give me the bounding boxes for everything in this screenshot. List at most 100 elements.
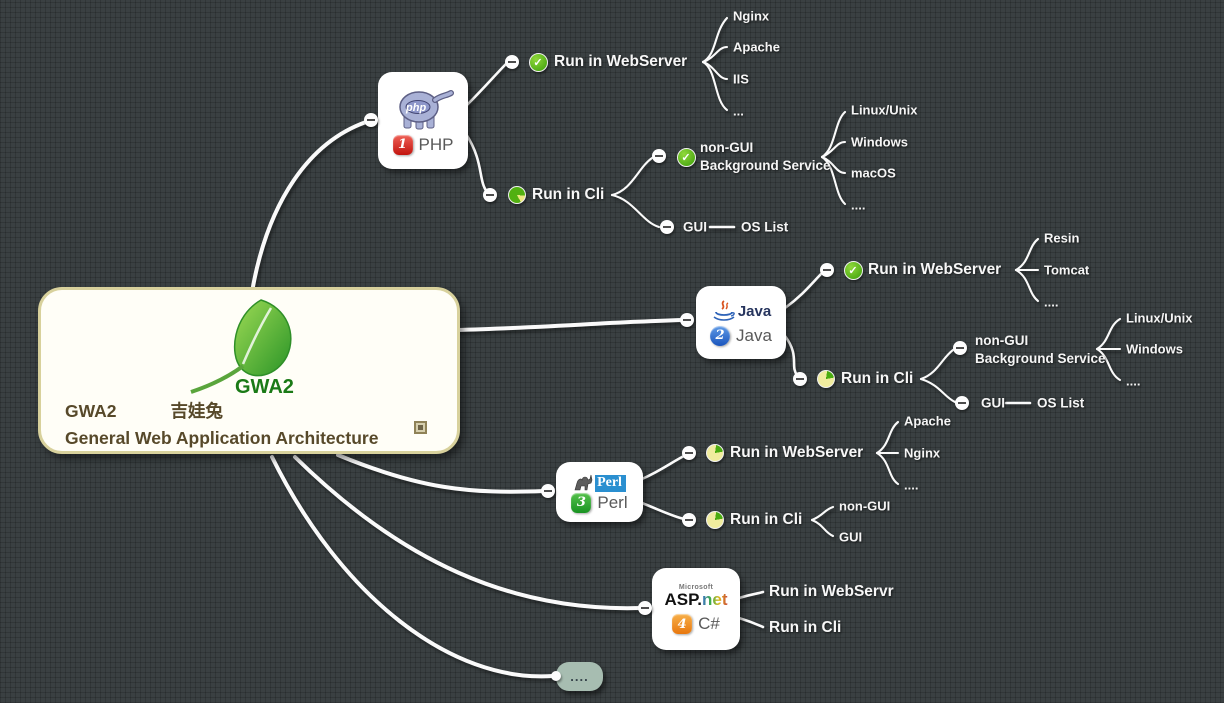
task-progress-icon: [817, 370, 835, 388]
central-title-cn: 吉娃兔: [170, 401, 224, 421]
leaf-topic[interactable]: Linux/Unix: [851, 102, 918, 118]
central-title-line1: GWA2 吉娃兔: [65, 398, 378, 425]
collapse-handle-perl[interactable]: [541, 484, 555, 498]
collapse-handle-perl-web[interactable]: [682, 446, 696, 460]
collapse-handle-php-cli[interactable]: [483, 188, 497, 202]
java-os-list-topic[interactable]: OS List: [1037, 395, 1085, 411]
java-gui-topic[interactable]: GUI: [981, 395, 1006, 411]
aspnet-label: C#: [698, 614, 720, 633]
leaf-topic[interactable]: ....: [904, 477, 919, 493]
java-logo-text: Java: [737, 303, 772, 320]
notes-icon[interactable]: [414, 421, 427, 434]
leaf-stem: [190, 364, 245, 394]
php-elephant-icon: php: [399, 89, 454, 129]
aspnet-logo: Microsoft ASP.net: [665, 584, 728, 608]
aspnet-logo-microsoft: Microsoft: [678, 584, 714, 591]
java-run-in-webserver[interactable]: Run in WebServer: [868, 261, 1002, 278]
leaf-topic[interactable]: ....: [1126, 373, 1141, 389]
check-icon: ✓: [676, 147, 696, 167]
perl-label-row: 3 Perl: [571, 492, 628, 513]
task-progress-icon: [508, 186, 526, 204]
asp-part: ASP.: [664, 590, 703, 609]
leaf-topic[interactable]: Nginx: [904, 445, 941, 461]
php-run-in-webserver[interactable]: Run in WebServer: [554, 53, 688, 70]
topic-edges: [464, 62, 1032, 629]
collapse-handle-java[interactable]: [680, 313, 694, 327]
aspnet-label-row: 4 C#: [672, 614, 720, 634]
aspnet-topic-box[interactable]: Microsoft ASP.net 4 C#: [652, 568, 740, 650]
leaf-topic[interactable]: ...: [733, 103, 744, 119]
aspnet-run-in-webserver[interactable]: Run in WebServr: [769, 583, 894, 600]
java-number-badge: 2: [710, 325, 731, 346]
java-nongui-service[interactable]: non-GUI Background Service: [975, 332, 1106, 368]
php-os-list-topic[interactable]: OS List: [741, 219, 789, 235]
java-cup-icon: [713, 299, 735, 321]
leaf-topic[interactable]: Apache: [904, 413, 951, 429]
edge-end-dot: [551, 671, 561, 681]
collapse-handle-java-nongui[interactable]: [953, 341, 967, 355]
collapse-handle-php-nongui[interactable]: [652, 149, 666, 163]
php-nongui-service[interactable]: non-GUI Background Service: [700, 139, 831, 175]
collapse-handle-java-cli[interactable]: [793, 372, 807, 386]
net-part: net: [702, 590, 728, 609]
check-icon: ✓: [528, 52, 548, 72]
more-topic[interactable]: ....: [556, 662, 603, 691]
collapse-handle-php-web[interactable]: [505, 55, 519, 69]
php-logo-text: php: [405, 102, 426, 114]
collapse-handle-php[interactable]: [364, 113, 378, 127]
leaf-topic[interactable]: GUI: [839, 529, 863, 545]
task-progress-icon: [706, 511, 724, 529]
leaf-edges: [610, 16, 1122, 538]
perl-logo: Perl: [573, 472, 626, 492]
collapse-handle-perl-cli[interactable]: [682, 513, 696, 527]
leaf-topic[interactable]: Tomcat: [1044, 262, 1090, 278]
perl-logo-text: Perl: [595, 474, 626, 492]
leaf-topic[interactable]: Linux/Unix: [1126, 310, 1193, 326]
leaf-topic[interactable]: non-GUI: [839, 498, 891, 514]
aspnet-run-in-cli[interactable]: Run in Cli: [769, 619, 842, 636]
leaf-topic[interactable]: Apache: [733, 39, 780, 55]
perl-run-in-webserver[interactable]: Run in WebServer: [730, 444, 864, 461]
central-title-gwa2: GWA2: [65, 401, 117, 421]
leaf-topic[interactable]: ....: [1044, 294, 1059, 310]
perl-label: Perl: [597, 492, 628, 512]
collapse-handle-aspnet[interactable]: [638, 601, 652, 615]
leaf-topic[interactable]: IIS: [733, 71, 749, 87]
php-label: PHP: [418, 134, 454, 154]
central-topic[interactable]: GWA2 GWA2 吉娃兔 General Web Application Arc…: [38, 287, 460, 454]
java-run-in-cli[interactable]: Run in Cli: [841, 370, 914, 387]
perl-topic-box[interactable]: Perl 3 Perl: [556, 462, 643, 522]
php-gui-topic[interactable]: GUI: [683, 219, 708, 235]
php-label-row: 1 PHP: [392, 134, 454, 155]
nongui-line2: Background Service: [700, 158, 831, 173]
leaf-topic[interactable]: ....: [851, 197, 866, 213]
logo-text: GWA2: [235, 376, 294, 396]
perl-number-badge: 3: [571, 492, 592, 513]
leaf-topic[interactable]: Nginx: [733, 8, 770, 24]
php-number-badge: 1: [392, 134, 413, 155]
php-topic-box[interactable]: php 1 PHP: [378, 72, 468, 169]
collapse-handle-php-gui[interactable]: [660, 220, 674, 234]
task-progress-icon: [706, 444, 724, 462]
main-branch-edges: [250, 120, 685, 679]
leaf-topic[interactable]: macOS: [851, 165, 896, 181]
leaf-topic[interactable]: Windows: [851, 134, 908, 150]
java-topic-box[interactable]: Java 2 Java: [696, 286, 786, 359]
check-icon: ✓: [843, 260, 863, 280]
leaf-topic[interactable]: Resin: [1044, 230, 1080, 246]
java-label: Java: [736, 325, 772, 345]
perl-camel-icon: [574, 474, 593, 490]
leaf-vein: [241, 307, 273, 365]
collapse-handle-java-web[interactable]: [820, 263, 834, 277]
gwa2-leaf-logo: GWA2: [190, 299, 294, 396]
leaf-topic[interactable]: Windows: [1126, 341, 1183, 357]
perl-run-in-cli[interactable]: Run in Cli: [730, 511, 803, 528]
collapse-handle-java-gui[interactable]: [955, 396, 969, 410]
central-title: GWA2 吉娃兔 General Web Application Architec…: [65, 398, 378, 452]
leaf-shape: [233, 299, 292, 377]
central-title-line2: General Web Application Architecture: [65, 428, 379, 448]
php-run-in-cli[interactable]: Run in Cli: [532, 186, 605, 203]
aspnet-logo-text: ASP.net: [665, 591, 728, 608]
